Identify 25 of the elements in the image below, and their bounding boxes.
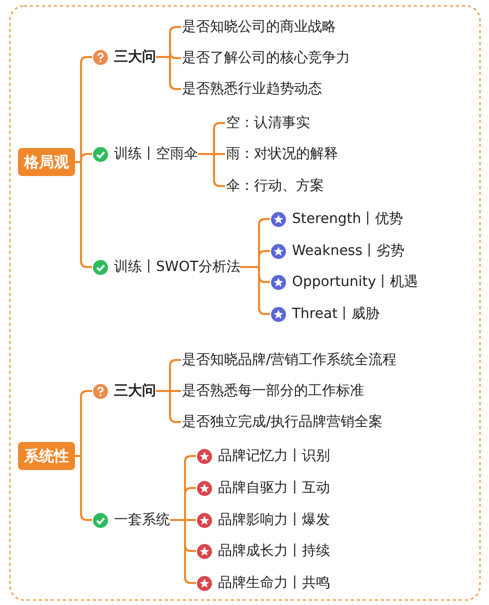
topic-text: 品牌成长力丨持续 — [218, 542, 330, 560]
topic-text: 是否熟悉行业趋势动态 — [182, 80, 322, 98]
topic-text: 品牌生命力丨共鸣 — [218, 574, 330, 592]
topic-text: 雨：对状况的解释 — [226, 145, 338, 163]
topic-text: 品牌影响力丨爆发 — [218, 511, 330, 529]
topic-box: 格局观 — [18, 148, 75, 176]
topic-text: 是否知晓品牌/营销工作系统全流程 — [182, 351, 397, 369]
topic-text: 品牌自驱力丨互动 — [218, 479, 330, 497]
topic-text: Threat丨威胁 — [292, 305, 380, 323]
topic-text: 三大问 — [114, 382, 156, 400]
topic-text: 空：认清事实 — [226, 114, 310, 132]
topic-text: Weakness丨劣势 — [292, 242, 404, 260]
topic-text: 训练丨SWOT分析法 — [114, 258, 240, 276]
topic-text: 品牌记忆力丨识别 — [218, 447, 330, 465]
topic-text: 伞：行动、方案 — [226, 177, 324, 195]
topic-text: 是否独立完成/执行品牌营销全案 — [182, 413, 383, 431]
topic-text: 是否了解公司的核心竞争力 — [182, 49, 350, 67]
topic-text: 一套系统 — [114, 511, 170, 529]
topic-text: 训练丨空雨伞 — [114, 145, 198, 163]
topic-text: 是否熟悉每一部分的工作标准 — [182, 382, 364, 400]
topic-text: 三大问 — [114, 48, 156, 66]
topic-box: 系统性 — [18, 442, 75, 470]
topic-text: Opportunity丨机遇 — [292, 273, 418, 291]
topic-text: Sterength丨优势 — [292, 210, 404, 228]
topic-text: 是否知晓公司的商业战略 — [182, 18, 336, 36]
